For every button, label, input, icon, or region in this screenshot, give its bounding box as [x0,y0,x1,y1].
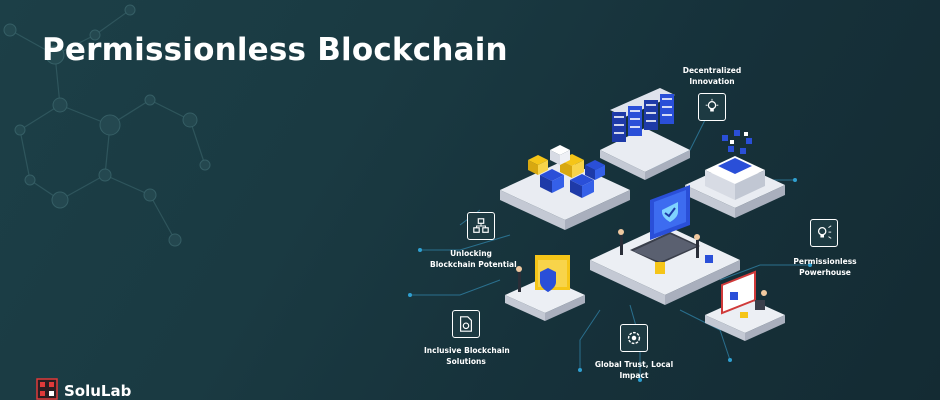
blockchain-illustration [408,88,812,382]
network-background-graphic [3,4,211,247]
feature-label-permissionless-powerhouse: Permissionless Powerhouse [793,257,857,277]
feature-label-decentralized-innovation: Decentralized Innovation [682,66,742,86]
feature-label-unlocking-blockchain-potential: Unlocking Blockchain Potential [430,249,517,269]
brand-name: SoluLab [64,382,132,400]
idea-spark-icon [810,219,838,247]
feature-label-inclusive-blockchain-solutions: Inclusive Blockchain Solutions [424,346,510,366]
page-title: Permissionless Blockchain [42,32,508,68]
server-platform [600,88,690,180]
security-platform [505,255,585,321]
cube-platform [500,145,630,230]
node-platform [685,130,785,218]
central-platform [590,185,740,305]
feature-label-global-trust-local-impact: Global Trust, Local Impact [594,360,674,380]
lightbulb-gear-icon [698,93,726,121]
gear-badge-icon [620,324,648,352]
blocks-network-icon [467,212,495,240]
solulab-logo-icon [36,378,58,400]
document-gear-icon [452,310,480,338]
workstation-platform [705,270,785,341]
brand-logo[interactable]: SoluLab [36,378,131,400]
